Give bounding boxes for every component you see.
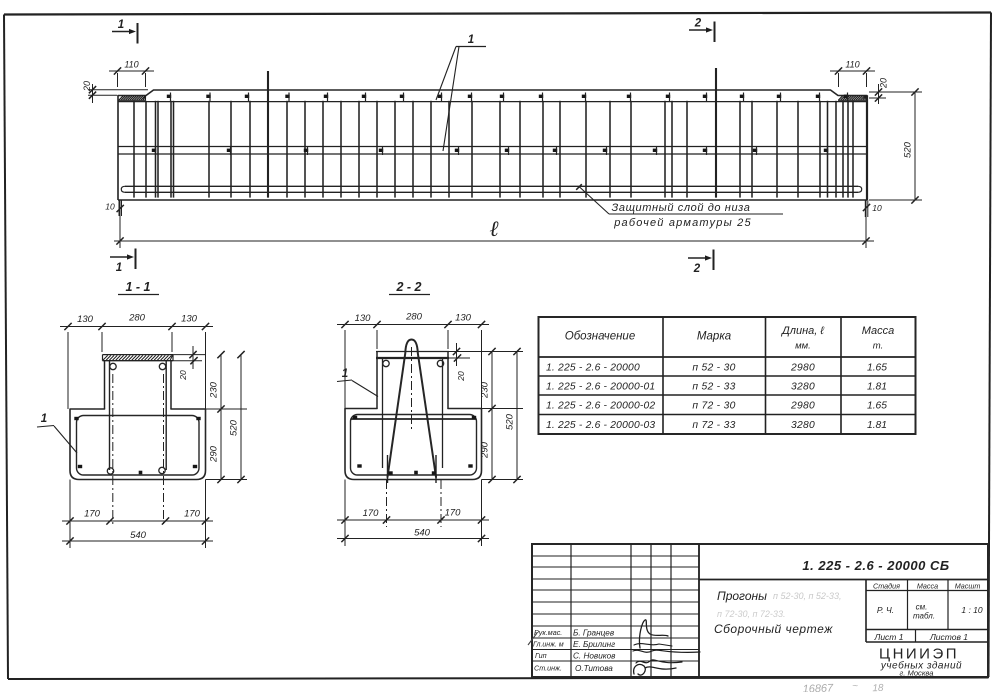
svg-text:Гип: Гип (535, 651, 547, 660)
svg-text:280: 280 (405, 312, 423, 323)
svg-text:мм.: мм. (795, 341, 811, 352)
svg-text:Гл.инж. м: Гл.инж. м (533, 642, 564, 649)
svg-text:Б. Гранцев: Б. Гранцев (573, 629, 615, 638)
svg-text:130: 130 (455, 313, 472, 324)
svg-text:170: 170 (363, 508, 380, 519)
svg-text:130: 130 (181, 314, 198, 325)
svg-text:1. 225 - 2.6 - 20000: 1. 225 - 2.6 - 20000 (546, 363, 640, 374)
svg-text:520: 520 (229, 419, 240, 436)
svg-text:10: 10 (872, 203, 882, 213)
svg-text:п 52-30, п 52-33,: п 52-30, п 52-33, (773, 591, 841, 601)
svg-text:1 : 10: 1 : 10 (961, 605, 983, 615)
svg-text:110: 110 (845, 60, 859, 70)
svg-text:Рук.мас.: Рук.мас. (534, 628, 562, 637)
svg-text:1.81: 1.81 (867, 382, 887, 393)
svg-text:520: 520 (505, 413, 516, 430)
svg-text:20: 20 (456, 371, 466, 382)
svg-text:~: ~ (852, 681, 858, 692)
svg-text:290: 290 (480, 441, 491, 459)
svg-text:п 72-30, п 72-33.: п 72-30, п 72-33. (717, 609, 785, 619)
svg-text:ℓ: ℓ (489, 216, 499, 241)
svg-text:170: 170 (184, 509, 201, 520)
svg-text:3280: 3280 (791, 382, 815, 393)
svg-text:1: 1 (342, 368, 348, 380)
svg-text:1: 1 (118, 19, 124, 31)
svg-text:Масса: Масса (917, 582, 938, 591)
svg-text:20: 20 (178, 370, 188, 381)
svg-text:Сборочный чертеж: Сборочный чертеж (714, 622, 833, 636)
svg-text:рабочей арматуры 25: рабочей арматуры 25 (613, 217, 752, 229)
svg-text:290: 290 (209, 445, 220, 463)
svg-text:Масса: Масса (862, 325, 895, 337)
svg-text:см.: см. (916, 603, 928, 612)
svg-text:1. 225 - 2.6 - 20000-02: 1. 225 - 2.6 - 20000-02 (546, 401, 655, 412)
svg-text:1 - 1: 1 - 1 (125, 280, 150, 294)
svg-text:Длина, ℓ: Длина, ℓ (780, 325, 824, 337)
svg-text:20: 20 (82, 81, 92, 92)
svg-text:520: 520 (903, 141, 914, 158)
svg-text:1.65: 1.65 (867, 401, 887, 412)
svg-text:п 52 - 33: п 52 - 33 (692, 382, 735, 393)
svg-text:130: 130 (77, 314, 94, 325)
svg-text:2980: 2980 (790, 401, 815, 412)
svg-text:230: 230 (480, 381, 491, 399)
svg-text:540: 540 (130, 530, 147, 541)
svg-text:Стадия: Стадия (873, 582, 900, 591)
svg-text:2980: 2980 (790, 363, 815, 374)
svg-text:О.Титова: О.Титова (575, 664, 613, 673)
svg-text:Ст.инж.: Ст.инж. (534, 664, 562, 673)
svg-text:Е. Брилинг: Е. Брилинг (573, 640, 615, 649)
svg-text:п 72 - 30: п 72 - 30 (692, 401, 735, 412)
svg-text:п 52 - 30: п 52 - 30 (692, 363, 735, 374)
svg-text:3280: 3280 (791, 420, 815, 431)
svg-text:г. Москва: г. Москва (900, 669, 934, 678)
svg-text:1.65: 1.65 (867, 363, 887, 374)
svg-text:ЦНИИЭП: ЦНИИЭП (879, 646, 959, 663)
svg-text:1.81: 1.81 (867, 420, 887, 431)
svg-text:1. 225 - 2.6 - 20000-03: 1. 225 - 2.6 - 20000-03 (546, 420, 655, 431)
svg-text:Лист 1: Лист 1 (874, 632, 904, 642)
svg-text:18: 18 (872, 683, 884, 692)
svg-text:230: 230 (209, 381, 220, 399)
svg-text:п 72 - 33: п 72 - 33 (692, 420, 735, 431)
svg-text:Масшт: Масшт (955, 582, 981, 591)
svg-text:учебных зданий: учебных зданий (880, 660, 962, 672)
svg-text:20: 20 (879, 78, 889, 89)
svg-text:280: 280 (128, 313, 146, 324)
svg-text:130: 130 (355, 313, 372, 324)
svg-text:Прогоны: Прогоны (717, 589, 767, 603)
svg-text:Марка: Марка (697, 331, 731, 343)
svg-text:т.: т. (873, 341, 883, 352)
svg-text:10: 10 (105, 202, 115, 212)
svg-text:Листов 1: Листов 1 (929, 632, 968, 642)
svg-text:Защитный слой до низа: Защитный слой до низа (612, 202, 751, 214)
svg-text:16867: 16867 (802, 682, 834, 692)
svg-text:1. 225 - 2.6 - 20000-01: 1. 225 - 2.6 - 20000-01 (546, 382, 655, 393)
svg-text:2: 2 (694, 18, 702, 30)
svg-text:2: 2 (693, 263, 701, 275)
svg-text:С. Новиков: С. Новиков (573, 652, 616, 661)
svg-text:табл.: табл. (913, 612, 935, 621)
svg-text:540: 540 (414, 528, 431, 539)
svg-text:110: 110 (124, 60, 138, 70)
svg-text:1: 1 (116, 262, 122, 274)
svg-text:Р. Ч.: Р. Ч. (877, 605, 894, 615)
svg-text:2 - 2: 2 - 2 (395, 280, 421, 294)
svg-text:1: 1 (41, 413, 47, 425)
svg-text:1. 225 - 2.6 - 20000 СБ: 1. 225 - 2.6 - 20000 СБ (802, 558, 949, 573)
svg-text:Обозначение: Обозначение (565, 331, 635, 343)
svg-text:170: 170 (84, 509, 101, 520)
svg-text:1: 1 (468, 34, 474, 46)
svg-text:170: 170 (445, 508, 462, 519)
